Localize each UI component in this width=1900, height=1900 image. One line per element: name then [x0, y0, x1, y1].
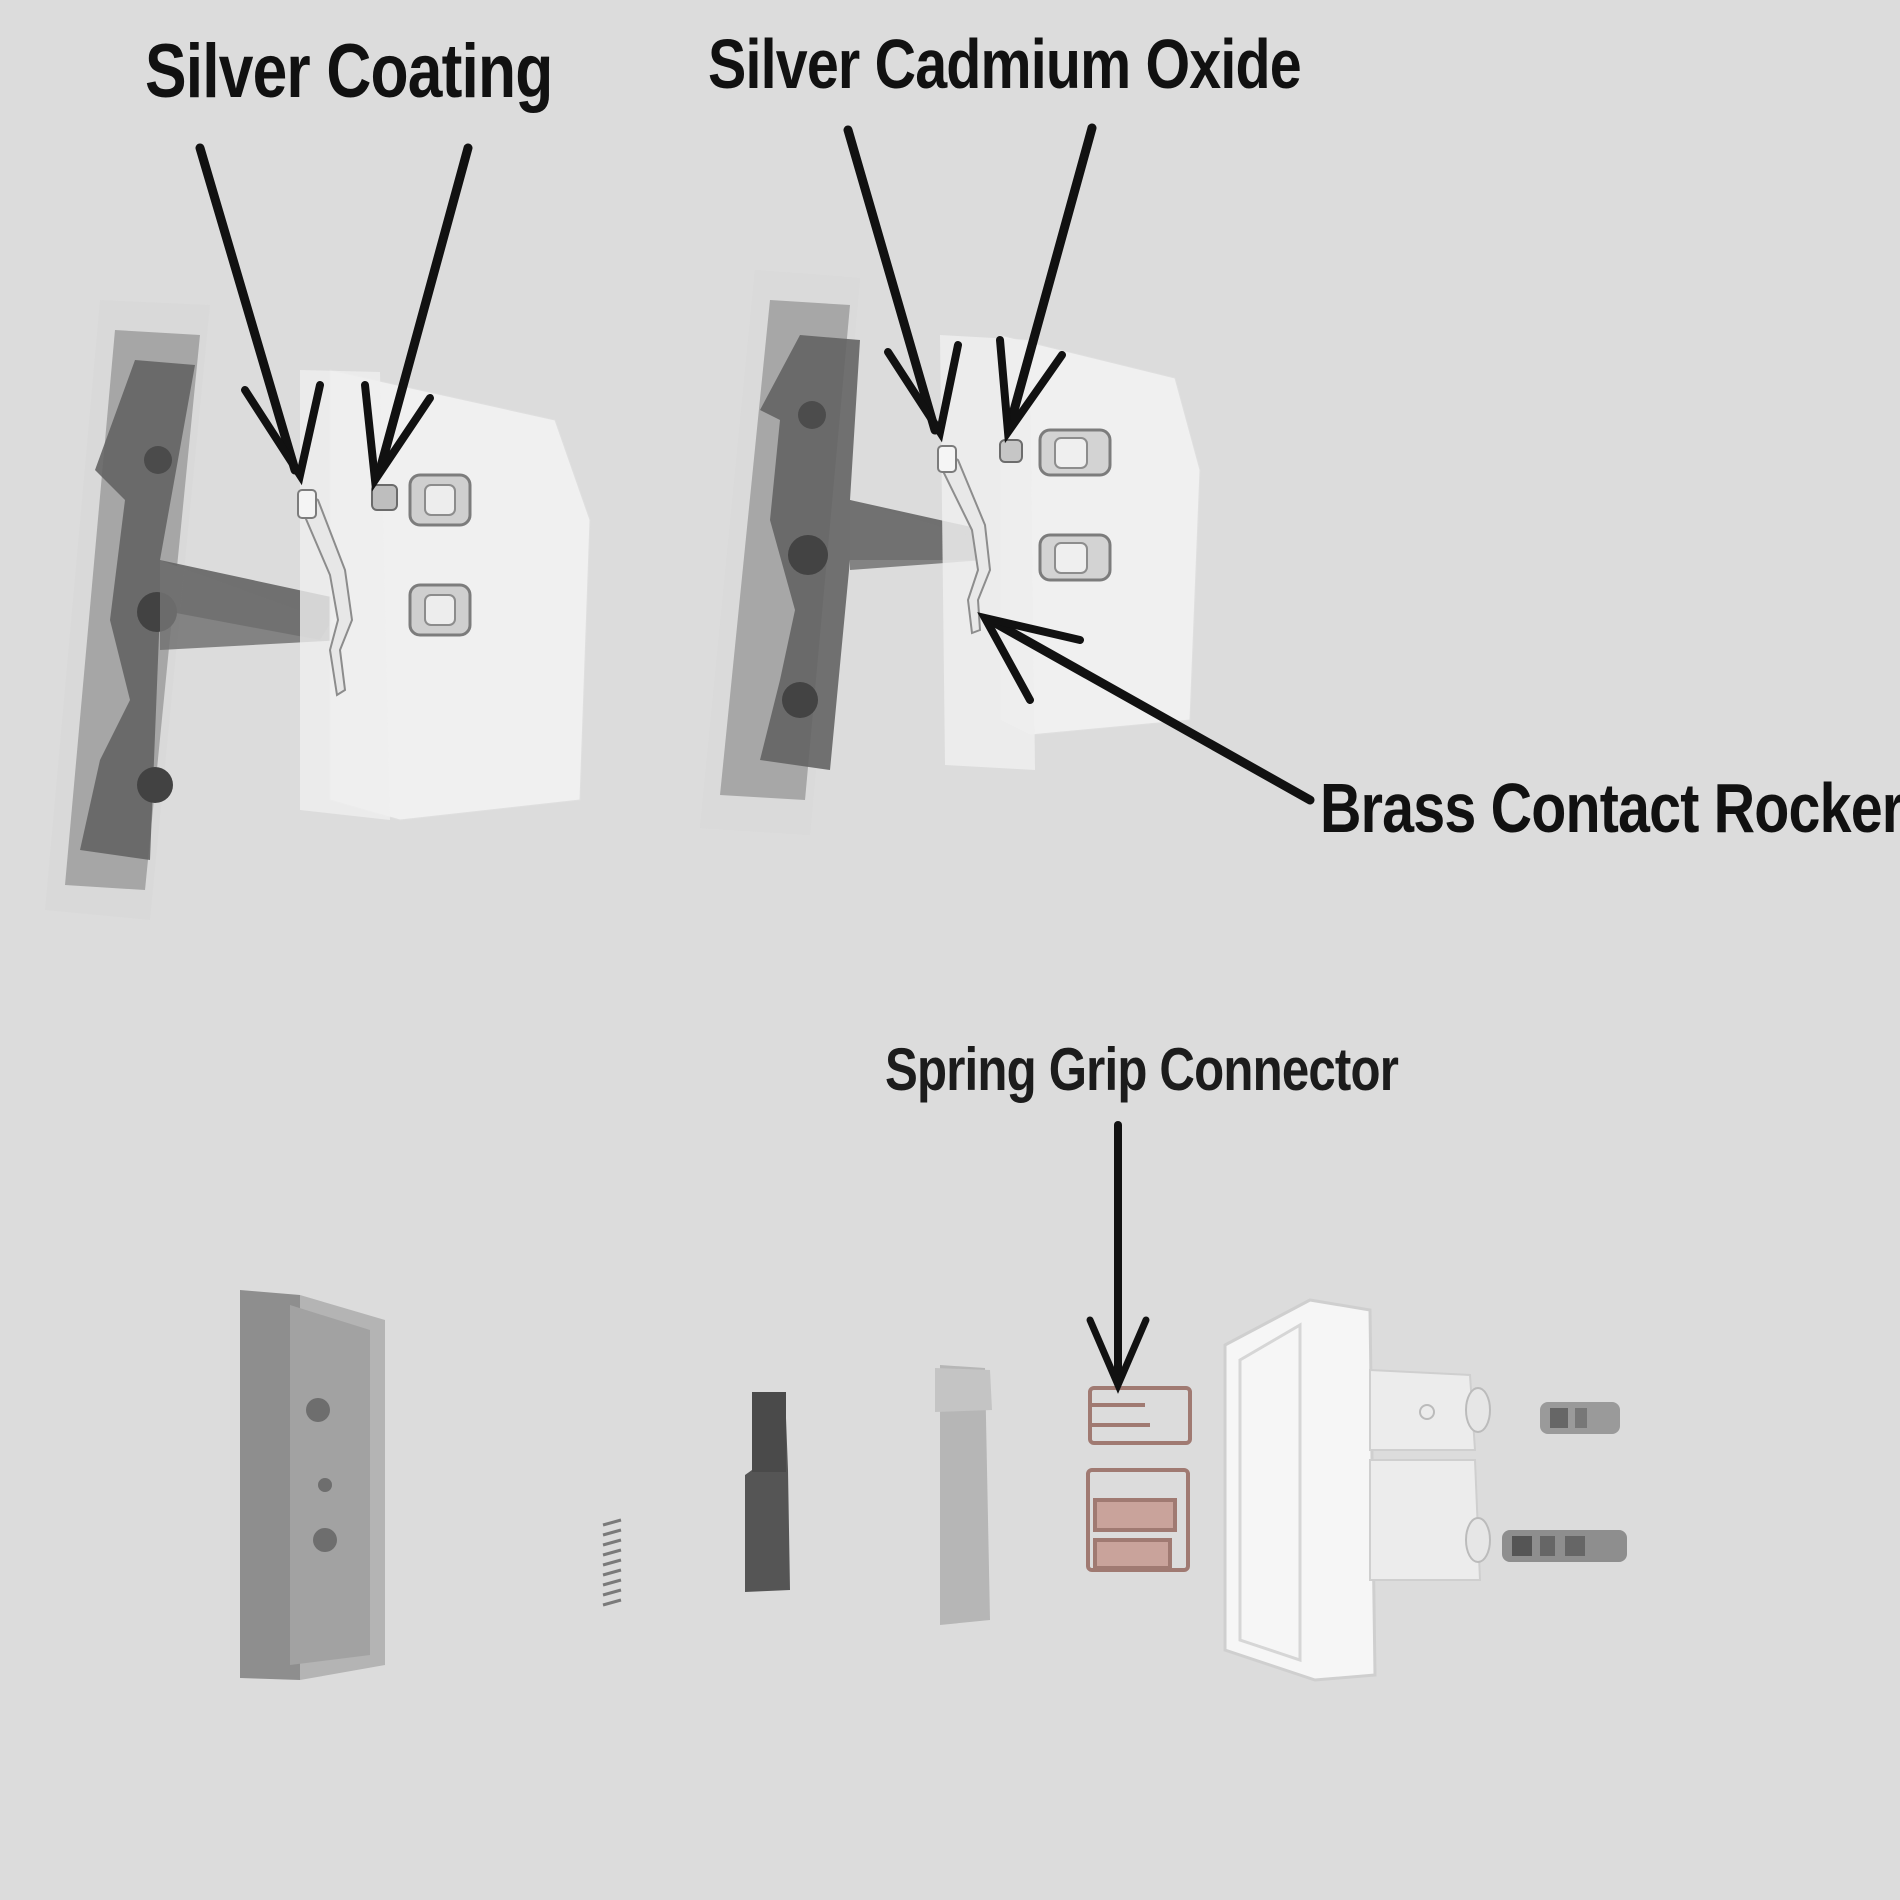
terminal-lower-left: [408, 583, 472, 637]
rocker-pin-part: [745, 1392, 790, 1592]
label-silver-coating: Silver Coating: [145, 29, 553, 114]
faceplate-part: [240, 1290, 385, 1680]
arrowhead-silver-coating-left: [241, 381, 324, 486]
callout-arrow-spring-grip: [1086, 1121, 1150, 1394]
terminal-screw-lower: [1502, 1530, 1627, 1562]
arrowhead-cadmium-left: [884, 341, 962, 443]
actuator-part: [935, 1365, 992, 1625]
terminal-lower-right: [1038, 533, 1112, 582]
arrow-brass-rocker: [985, 615, 1315, 805]
label-spring-grip-connector: Spring Grip Connector: [885, 1036, 1399, 1103]
arrowhead-cadmium-right: [996, 336, 1066, 444]
terminal-upper-right: [999, 428, 1112, 477]
arrow-cadmium-right: [1005, 123, 1097, 430]
switch-cross-section-left: [45, 300, 591, 920]
housing-part: [1223, 1298, 1491, 1682]
exploded-view: [240, 1290, 1627, 1682]
arrowhead-silver-coating-right: [361, 381, 434, 492]
label-brass-contact-rocker: Brass Contact Rocker: [1320, 769, 1900, 847]
switch-cross-section-right: [700, 270, 1201, 835]
spring-part: [602, 1518, 622, 1607]
terminal-upper-left: [371, 473, 472, 527]
spring-grip-connector-part: [1086, 1386, 1192, 1572]
arrow-cadmium-left: [843, 125, 940, 435]
label-silver-cadmium-oxide: Silver Cadmium Oxide: [708, 25, 1302, 103]
terminal-screw-upper: [1540, 1402, 1620, 1434]
arrowhead-brass-rocker: [977, 612, 1084, 704]
arrow-silver-coating-left: [195, 143, 300, 475]
callout-arrows-top: [195, 123, 1315, 805]
arrow-silver-coating-right: [375, 143, 473, 475]
